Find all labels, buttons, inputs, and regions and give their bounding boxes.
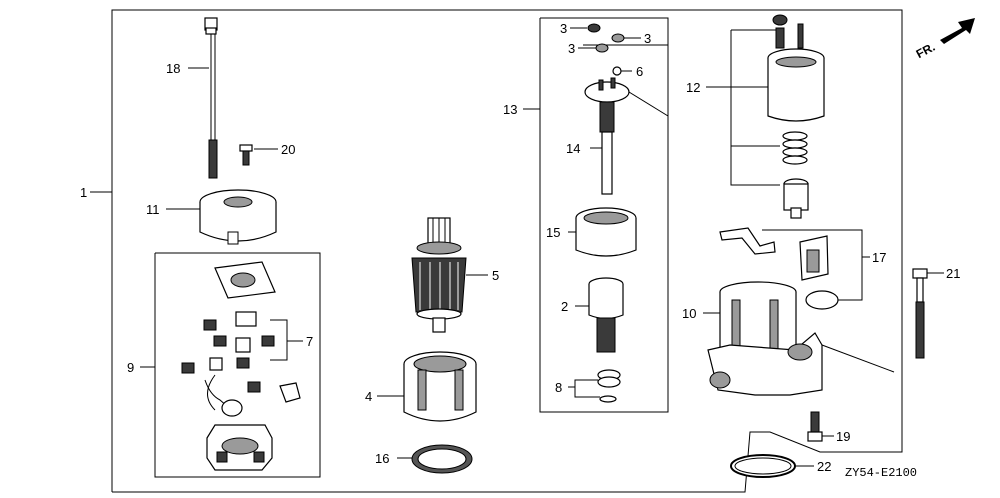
gasket-16 xyxy=(411,444,473,474)
callout-14: 14 xyxy=(566,141,580,156)
callout-20: 20 xyxy=(281,142,295,157)
callout-21: 21 xyxy=(946,266,960,281)
callout-2: 2 xyxy=(561,299,568,314)
through-bolt-18 xyxy=(204,17,218,179)
return-spring xyxy=(782,131,808,165)
callout-5: 5 xyxy=(492,268,499,283)
nuts-3 xyxy=(587,23,625,53)
callout-1: 1 xyxy=(80,185,87,200)
callout-7: 7 xyxy=(306,334,313,349)
pinion-2 xyxy=(588,277,624,353)
screw-20 xyxy=(239,144,253,166)
pinion-shaft-14 xyxy=(584,77,630,195)
callout-labels: 1 2 3 3 3 4 5 6 7 8 9 10 11 12 13 14 15 … xyxy=(80,21,960,474)
callout-12: 12 xyxy=(686,80,700,95)
steel-ball-6 xyxy=(612,66,622,76)
collar-ring-8 xyxy=(597,369,621,403)
callout-10: 10 xyxy=(682,306,696,321)
callout-13: 13 xyxy=(503,102,517,117)
callout-22: 22 xyxy=(817,459,831,474)
plunger xyxy=(783,178,809,219)
o-ring-22 xyxy=(730,454,796,478)
bolt-19 xyxy=(807,411,823,442)
front-direction-arrow: FR. xyxy=(914,18,975,61)
callout-3a: 3 xyxy=(560,21,567,36)
callout-3b: 3 xyxy=(644,31,651,46)
callout-16: 16 xyxy=(375,451,389,466)
armature-5 xyxy=(411,217,467,333)
solenoid-12 xyxy=(767,14,825,122)
brush-holder-group-9 xyxy=(154,252,321,478)
callout-4: 4 xyxy=(365,389,372,404)
internal-gear-15 xyxy=(575,207,637,257)
callout-9: 9 xyxy=(127,360,134,375)
callout-17: 17 xyxy=(872,250,886,265)
callout-18: 18 xyxy=(166,61,180,76)
callout-8: 8 xyxy=(555,380,562,395)
callout-6: 6 xyxy=(636,64,643,79)
packing-17 xyxy=(799,235,839,310)
shift-lever xyxy=(719,227,776,255)
bolt-21 xyxy=(912,268,928,359)
front-direction-label: FR. xyxy=(914,40,938,61)
callout-3c: 3 xyxy=(568,41,575,56)
callout-19: 19 xyxy=(836,429,850,444)
diagram-code: ZY54-E2100 xyxy=(845,466,917,480)
yoke-4 xyxy=(403,351,477,422)
front-housing-10 xyxy=(707,281,823,396)
callout-11: 11 xyxy=(146,202,160,217)
rear-cover-11 xyxy=(199,189,277,245)
callout-15: 15 xyxy=(546,225,560,240)
